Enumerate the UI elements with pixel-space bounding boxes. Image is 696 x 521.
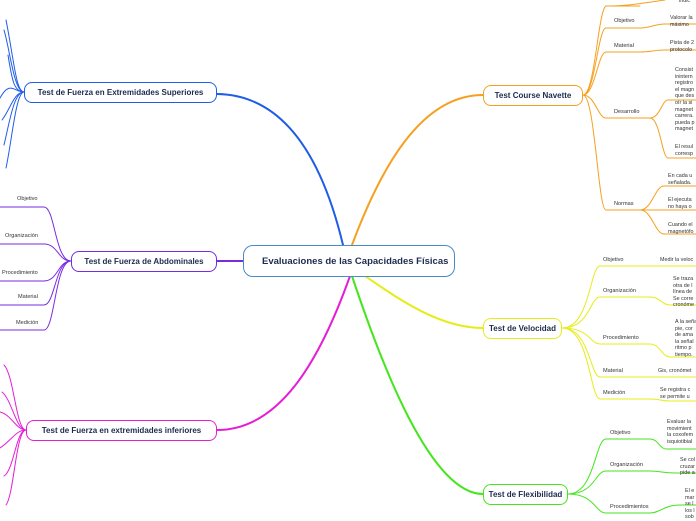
- note-text[interactable]: Valorar la máximo: [670, 15, 693, 28]
- topic-title: Test de Fuerza de Abdominales: [84, 257, 204, 266]
- note-text[interactable]: Evaluar la movimient la coxofem isquioti…: [667, 419, 694, 445]
- subtopic-procedimiento[interactable]: Procedimiento: [603, 335, 639, 341]
- subtopic-normas[interactable]: Normas: [614, 201, 634, 207]
- subtopic-material[interactable]: Material: [603, 368, 623, 374]
- subtopic-organizacion[interactable]: Organización: [5, 233, 38, 239]
- subtopic-organizacion[interactable]: Organización: [603, 288, 636, 294]
- note-text[interactable]: Cuando el magnetófo: [668, 222, 694, 235]
- subtopic-procedimientos[interactable]: Procedimientos: [610, 504, 649, 510]
- subtopic-objetivo[interactable]: Objetivo: [603, 257, 624, 263]
- central-topic[interactable]: Evaluaciones de las Capacidades Físicas: [243, 245, 455, 277]
- topic-flexibilidad[interactable]: Test de Flexibilidad: [483, 484, 568, 505]
- note-text[interactable]: Se col cruzar pide a: [680, 457, 695, 477]
- topic-title: Test de Flexibilidad: [488, 490, 563, 499]
- subtopic-desarrollo[interactable]: Desarrollo: [614, 109, 640, 115]
- note-text[interactable]: indic: [679, 0, 691, 4]
- subtopic-procedimiento[interactable]: Procedimiento: [2, 270, 38, 276]
- note-text[interactable]: Se registra c se permite u: [660, 387, 691, 400]
- subtopic-objetivo[interactable]: Objetivo: [17, 196, 38, 202]
- note-text[interactable]: El e mar se l los l sob: [685, 488, 695, 521]
- subtopic-organizacion[interactable]: Organización: [610, 462, 643, 468]
- topic-title: Test de Fuerza en extremidades inferiore…: [41, 426, 202, 435]
- topic-title: Test de Velocidad: [489, 324, 556, 333]
- topic-fuerza-extremidades-superiores[interactable]: Test de Fuerza en Extremidades Superiore…: [24, 82, 217, 103]
- central-topic-title: Evaluaciones de las Capacidades Físicas: [262, 255, 449, 267]
- note-text[interactable]: El resul corresp: [675, 144, 693, 157]
- subtopic-objetivo[interactable]: Objetivo: [614, 18, 635, 24]
- topic-velocidad[interactable]: Test de Velocidad: [483, 318, 562, 339]
- note-text[interactable]: Se traza otra de l línea de Se corre cro…: [673, 276, 694, 309]
- note-text[interactable]: Medir la veloc: [660, 257, 694, 263]
- subtopic-material[interactable]: Material: [614, 43, 634, 49]
- topic-course-navette[interactable]: Test Course Navette: [483, 85, 583, 106]
- topic-title: Test de Fuerza en Extremidades Superiore…: [37, 88, 204, 97]
- note-text[interactable]: En cada u señalada.: [668, 173, 693, 186]
- topic-fuerza-extremidades-inferiores[interactable]: Test de Fuerza en extremidades inferiore…: [26, 420, 217, 441]
- topic-title: Test Course Navette: [494, 91, 572, 100]
- subtopic-objetivo[interactable]: Objetivo: [610, 430, 631, 436]
- subtopic-medicion[interactable]: Medición: [16, 320, 39, 326]
- note-text[interactable]: El ejecuta no haya o: [668, 197, 692, 210]
- note-text[interactable]: Gis, cronómet: [658, 368, 692, 374]
- topic-fuerza-abdominales[interactable]: Test de Fuerza de Abdominales: [71, 251, 217, 272]
- note-text[interactable]: Pista de 2 protocolo: [670, 40, 694, 53]
- subtopic-material[interactable]: Material: [18, 294, 38, 300]
- note-text[interactable]: A la seña pie, cor de ama la señal ritmo…: [675, 319, 696, 358]
- subtopic-medicion[interactable]: Medición: [603, 390, 626, 396]
- note-text[interactable]: Consist inintern registro el magn que de…: [675, 67, 695, 133]
